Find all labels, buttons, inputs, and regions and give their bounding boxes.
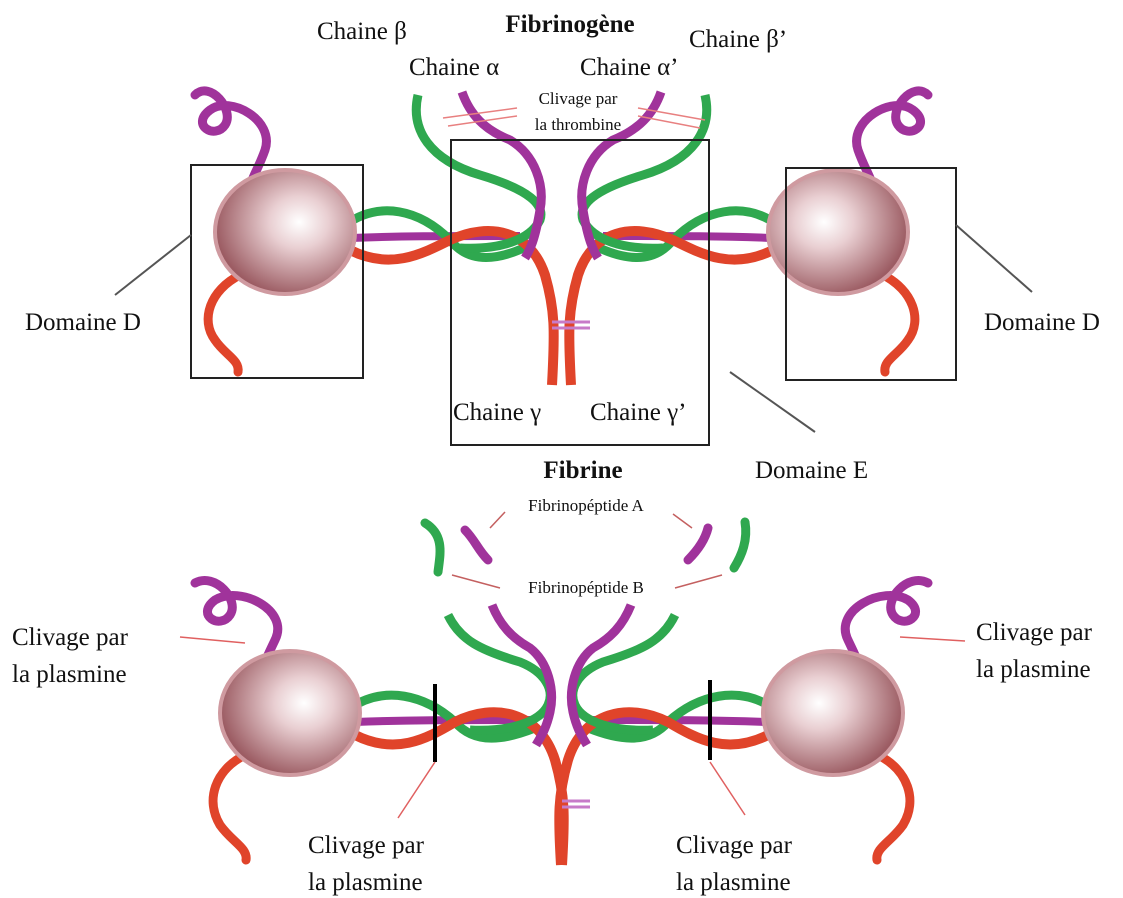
gamma-chain-tail-right bbox=[883, 275, 915, 372]
fibrin-right-half bbox=[559, 581, 928, 865]
fibrinogen-title: Fibrinogène bbox=[505, 11, 634, 38]
label-thrombin-line1: Clivage par bbox=[539, 89, 618, 108]
fibrinopeptide-a-pointer-right bbox=[673, 514, 692, 528]
label-chain-alpha: Chaine α bbox=[409, 54, 499, 81]
label-thrombin-line2: la thrombine bbox=[535, 115, 621, 134]
fibrinogen-right-half bbox=[569, 91, 928, 385]
fibrin-globule-left bbox=[220, 651, 360, 775]
domain-d-left-leader bbox=[115, 235, 191, 295]
fibrin-gamma-tail-left bbox=[213, 755, 246, 860]
fibrinopeptide-a-right bbox=[688, 528, 708, 560]
fibrin-left-half bbox=[195, 581, 564, 865]
fibrin-beta-link-right bbox=[593, 720, 768, 722]
fibrin-gamma-tail-right bbox=[877, 755, 910, 860]
fibrinopeptide-a-left bbox=[465, 530, 488, 560]
label-fibrinopeptide-b: Fibrinopéptide B bbox=[528, 578, 644, 597]
label-chain-gamma: Chaine γ bbox=[453, 399, 541, 426]
gamma-chain-tail-left bbox=[208, 275, 240, 372]
globule-d-left bbox=[215, 170, 355, 294]
label-chain-alpha-prime: Chaine α’ bbox=[580, 54, 679, 81]
plasmin-pointer-top-left bbox=[180, 637, 245, 643]
fibrinopeptide-b-left bbox=[425, 523, 440, 572]
plasmin-pointer-bottom-right bbox=[710, 762, 745, 815]
label-chain-beta: Chaine β bbox=[317, 18, 407, 45]
fibrin-beta-link-left bbox=[355, 720, 530, 722]
fibrinopeptide-a-pointer-left bbox=[490, 512, 505, 528]
fibrinogen-left-half bbox=[195, 91, 554, 385]
fibrinopeptide-b-right bbox=[734, 522, 746, 568]
plasmin-pointer-bottom-left bbox=[398, 762, 435, 818]
fibrinopeptide-b-pointer-left bbox=[452, 575, 500, 588]
plasmin-pointer-top-right bbox=[900, 637, 965, 641]
fibrinogen-molecule: Fibrinogène Chaine β Chaine β’ Chaine α … bbox=[25, 11, 1100, 484]
label-plasmin-top-left-line1: Clivage par bbox=[12, 624, 129, 651]
fibrin-molecule: Fibrine Fibrinopéptide A Fibrinopéptide … bbox=[12, 457, 1093, 896]
fibrin-globule-right bbox=[763, 651, 903, 775]
label-plasmin-bottom-left-line1: Clivage par bbox=[308, 832, 425, 859]
label-domain-d-right: Domaine D bbox=[984, 309, 1100, 336]
globule-d-right bbox=[768, 170, 908, 294]
label-chain-beta-prime: Chaine β’ bbox=[689, 26, 787, 53]
label-plasmin-top-right-line1: Clivage par bbox=[976, 619, 1093, 646]
label-domain-e: Domaine E bbox=[755, 457, 868, 484]
fibrin-title: Fibrine bbox=[543, 457, 622, 484]
label-plasmin-top-right-line2: la plasmine bbox=[976, 656, 1091, 683]
fibrinopeptide-b-pointer-right bbox=[675, 575, 722, 588]
label-chain-gamma-prime: Chaine γ’ bbox=[590, 399, 686, 426]
label-plasmin-bottom-right-line2: la plasmine bbox=[676, 869, 791, 896]
domain-d-right-leader bbox=[956, 225, 1032, 292]
label-domain-d-left: Domaine D bbox=[25, 309, 141, 336]
label-plasmin-top-left-line2: la plasmine bbox=[12, 661, 127, 688]
label-plasmin-bottom-left-line2: la plasmine bbox=[308, 869, 423, 896]
label-plasmin-bottom-right-line1: Clivage par bbox=[676, 832, 793, 859]
label-fibrinopeptide-a: Fibrinopéptide A bbox=[528, 496, 644, 515]
